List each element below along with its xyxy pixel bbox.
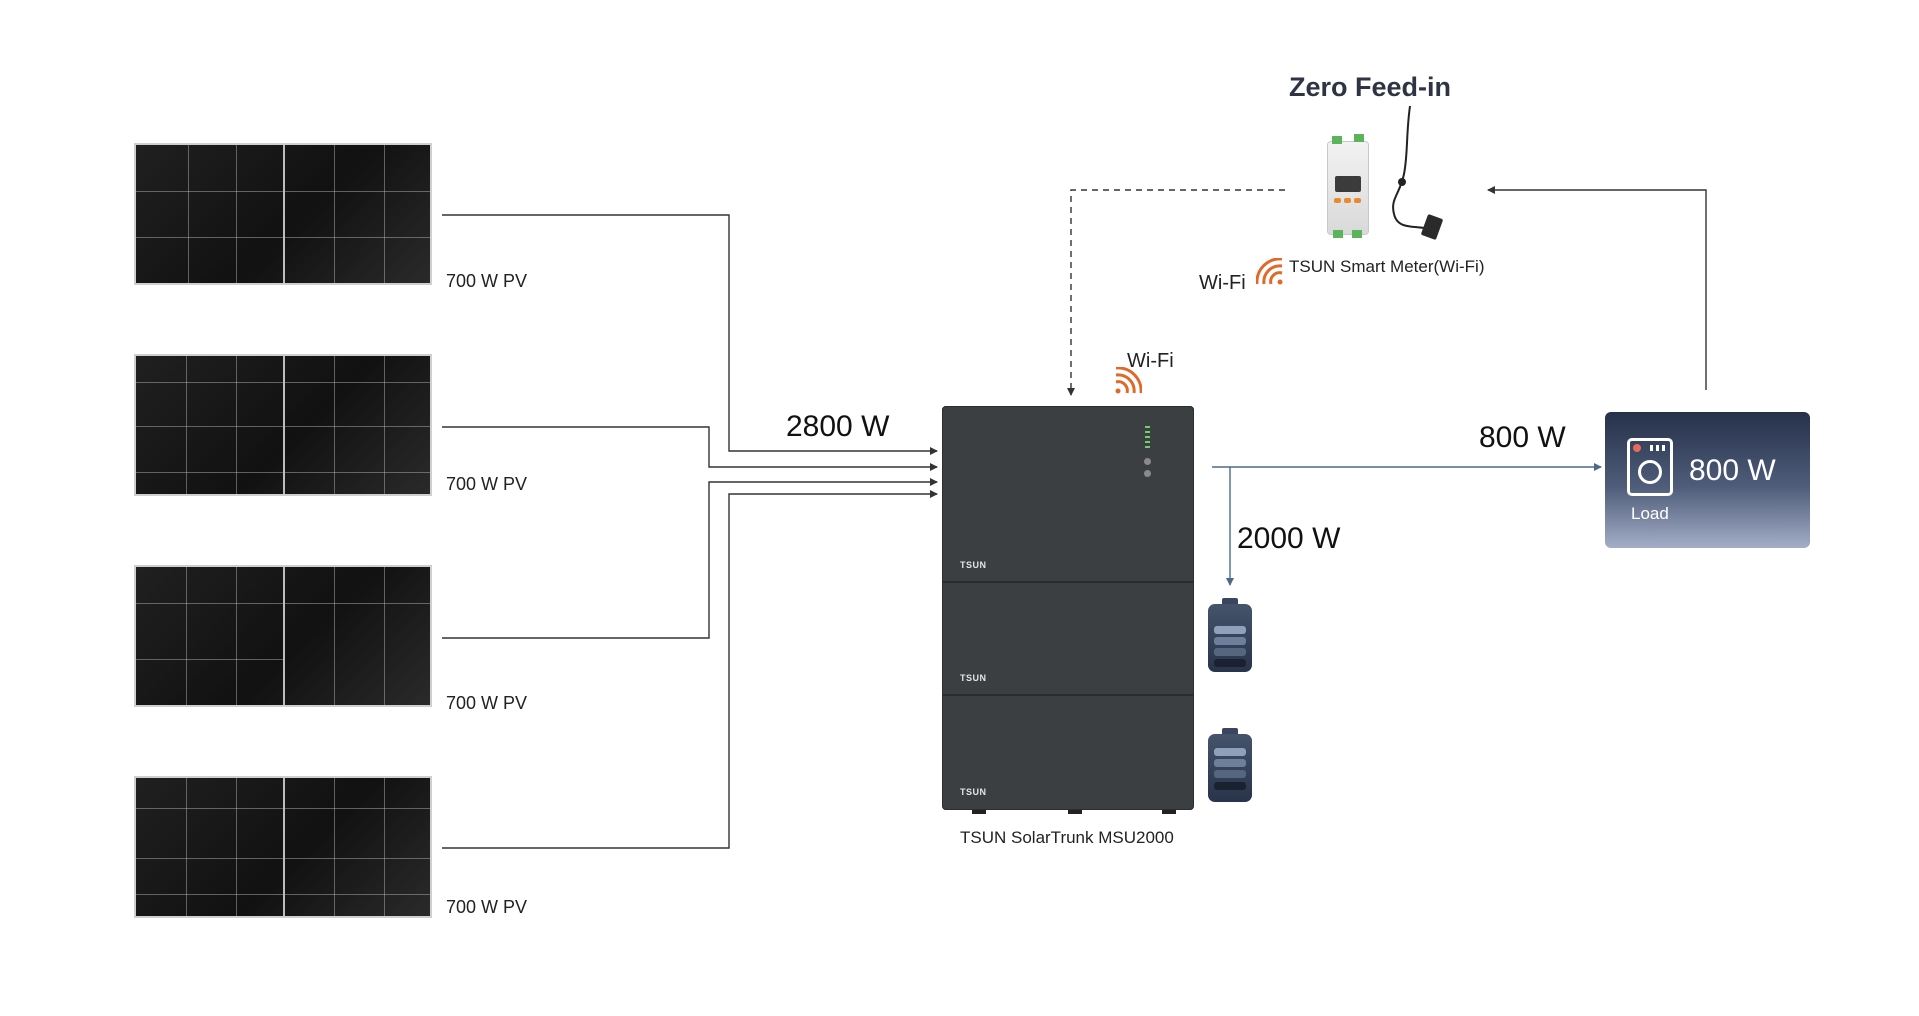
inverter-name: TSUN SolarTrunk MSU2000 xyxy=(960,828,1174,847)
battery-icon xyxy=(1208,728,1252,802)
inverter-logo: TSUN xyxy=(960,673,987,683)
pv-label: 700 W PV xyxy=(446,897,528,917)
inverter-logo: TSUN xyxy=(960,560,987,570)
wifi-icon xyxy=(1115,367,1142,394)
pv-panel xyxy=(134,776,432,918)
pv-label: 700 W PV xyxy=(446,271,528,291)
inverter-wifi-label: Wi-Fi xyxy=(1127,350,1174,372)
pv-panel xyxy=(134,354,432,496)
diagram-title: Zero Feed-in xyxy=(1289,72,1452,102)
load-box: 800 W Load xyxy=(1605,412,1810,548)
battery-icon xyxy=(1208,598,1252,672)
load-label: Load xyxy=(1631,504,1669,523)
meter-feedback-line xyxy=(1487,186,1707,390)
load-value: 800 W xyxy=(1689,454,1776,487)
battery-flow-label: 2000 W xyxy=(1237,522,1341,555)
current-clamp-icon xyxy=(1392,105,1443,240)
meter-wifi-label: Wi-Fi xyxy=(1199,272,1246,294)
pv-panel xyxy=(134,143,432,285)
wifi-icon xyxy=(1256,258,1283,285)
pv1-line xyxy=(442,214,938,455)
pv-label: 700 W PV xyxy=(446,693,528,713)
smart-meter-name: TSUN Smart Meter(Wi-Fi) xyxy=(1289,257,1485,276)
load-flow-label: 800 W xyxy=(1479,421,1566,454)
pv3-line xyxy=(442,478,938,639)
pv2-line xyxy=(442,426,938,471)
pv-label: 700 W PV xyxy=(446,474,528,494)
wifi-dashed-link xyxy=(1067,189,1285,396)
inverter-logo: TSUN xyxy=(960,787,987,797)
smart-meter-device xyxy=(1328,134,1368,238)
washing-machine-icon xyxy=(1627,438,1673,496)
inverter-unit: TSUN TSUN TSUN xyxy=(942,406,1194,814)
pv4-line xyxy=(442,490,938,849)
pv-panel xyxy=(134,565,432,707)
pv-total-flow-label: 2800 W xyxy=(786,410,890,443)
